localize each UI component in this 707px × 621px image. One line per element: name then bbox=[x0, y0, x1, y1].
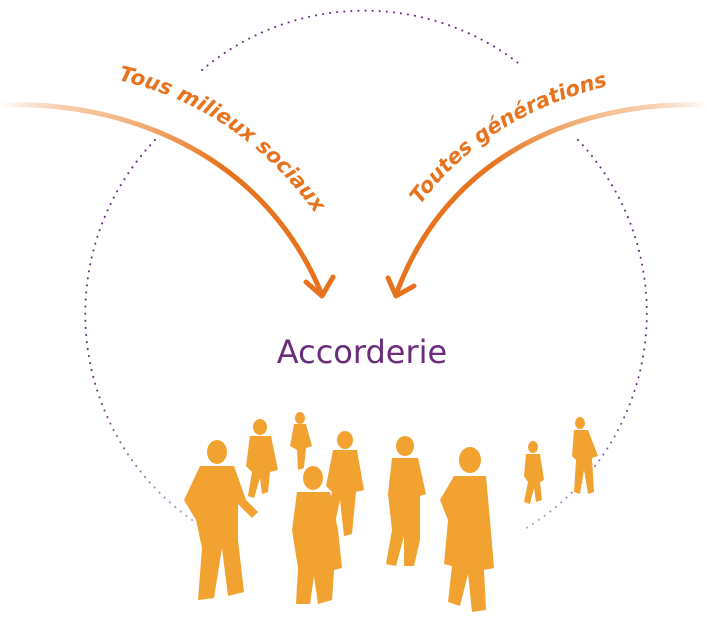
person-silhouette bbox=[524, 441, 544, 504]
left-arrow-icon bbox=[0, 102, 336, 299]
left-arrow-label: Tous milieux sociaux bbox=[117, 62, 332, 218]
person-silhouette bbox=[290, 412, 312, 470]
person-silhouette bbox=[572, 417, 598, 494]
person-silhouette bbox=[386, 436, 426, 566]
person-silhouette bbox=[246, 419, 278, 498]
person-silhouette bbox=[326, 431, 364, 536]
right-arrow-icon bbox=[385, 102, 707, 299]
dotted-circle bbox=[84, 9, 648, 531]
right-arrow-label: Toutes générations bbox=[405, 67, 609, 208]
person-silhouette bbox=[184, 440, 258, 600]
center-label: Accorderie bbox=[277, 333, 447, 371]
walking-people-silhouettes-icon bbox=[184, 412, 598, 612]
person-silhouette bbox=[440, 447, 494, 612]
